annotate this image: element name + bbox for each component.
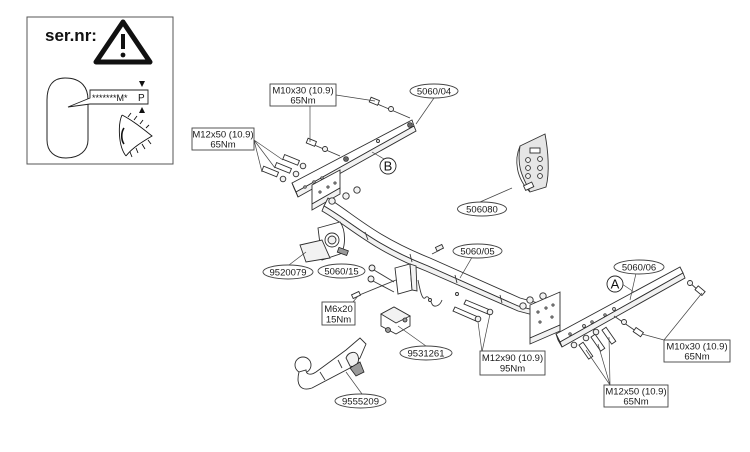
marker-b: B [379, 157, 397, 175]
bolt-spec-left-m10: M10x30 (10.9) 65Nm [269, 83, 337, 107]
bolt-size: M12x50 (10.9) [192, 130, 253, 141]
part-number: 9531261 [408, 349, 445, 360]
marker-letter: A [611, 277, 620, 292]
hitch-outline [46, 77, 89, 159]
part-number: 9520079 [270, 268, 307, 279]
arrow-down-icon [139, 81, 145, 87]
part-label-5060-15: 5060/15 [317, 263, 366, 279]
bolt-spec-right-m12: M12x50 (10.9) 65Nm [603, 384, 669, 408]
right-side-bracket [555, 266, 686, 348]
part-number: 5060/05 [460, 247, 494, 258]
bolt-spec-center-m6: M6x20 15Nm [321, 301, 356, 326]
bolt-size: M10x30 (10.9) [666, 342, 727, 353]
bolt-spec-right-m10: M10x30 (10.9) 65Nm [663, 339, 731, 363]
part-number: 5060/15 [324, 267, 358, 278]
left-side-bracket [291, 119, 417, 211]
serial-plate-suffix: P [138, 93, 145, 104]
cross-beam [321, 186, 546, 319]
left-m12-bolts [261, 154, 307, 183]
serial-plate-callout [67, 89, 149, 108]
bolt-spec-left-m12: M12x50 (10.9) 65Nm [191, 127, 255, 151]
eye-icon [118, 112, 153, 158]
part-label-5060-04: 5060/04 [409, 83, 459, 99]
bolt-torque: 95Nm [500, 364, 525, 375]
serial-label: ser.nr: [45, 26, 97, 45]
socket-plate [299, 221, 349, 263]
socket-bracket-nuts [350, 264, 397, 300]
bolt-torque: 65Nm [210, 140, 235, 151]
bolt-torque: 15Nm [326, 315, 351, 326]
marker-a: A [606, 275, 624, 293]
part-label-5060-06: 5060/06 [613, 259, 665, 275]
center-m12-bolts [452, 292, 547, 323]
bolt-kit-bag [516, 133, 549, 193]
electrics-module [380, 306, 411, 335]
bolt-size: M12x90 (10.9) [482, 353, 543, 364]
part-number: 506080 [466, 205, 498, 216]
bolt-size: M12x50 (10.9) [605, 387, 666, 398]
tow-ball [294, 337, 367, 390]
bolt-size: M10x30 (10.9) [272, 86, 333, 97]
warning-triangle-icon [93, 19, 153, 65]
part-label-9531261: 9531261 [399, 345, 453, 361]
right-m10-bolts [613, 280, 706, 338]
bolt-spec-center-m12: M12x90 (10.9) 95Nm [479, 350, 546, 376]
serial-plate-text: *******M* [92, 93, 128, 103]
bolt-torque: 65Nm [623, 397, 648, 408]
serial-number-panel: ser.nr: *******M* P [26, 16, 174, 165]
part-label-506080: 506080 [457, 201, 507, 217]
part-number: 9555209 [342, 397, 379, 408]
part-label-5060-05: 5060/05 [452, 243, 503, 259]
bolt-size: M6x20 [324, 304, 353, 315]
part-label-9520079: 9520079 [262, 264, 314, 280]
right-mount-plate [529, 291, 561, 345]
marker-letter: B [384, 159, 393, 174]
arrow-up-icon [139, 107, 145, 113]
part-number: 5060/06 [622, 263, 656, 274]
bolt-torque: 65Nm [684, 352, 709, 363]
part-number: 5060/04 [417, 87, 451, 98]
bolt-torque: 65Nm [290, 96, 315, 107]
left-m10-bolts [305, 96, 411, 157]
part-label-9555209: 9555209 [334, 393, 387, 409]
